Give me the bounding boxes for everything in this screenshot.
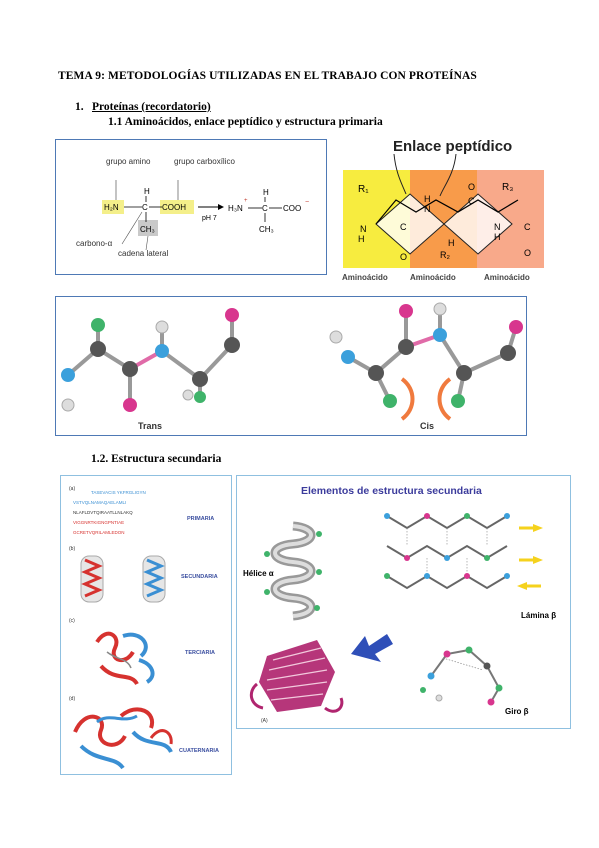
peptide-bond-figure: Enlace peptídico R₁ N H C O N H H R₂ O C…	[336, 134, 551, 284]
protein-ribbon	[249, 640, 344, 713]
panel-a-label: (a)	[69, 486, 75, 492]
sidechain-highlight	[138, 220, 158, 236]
formula-h: H	[144, 187, 150, 196]
structure-levels-figure: (a) TASEVACIS YKFRGLIGYN VSTVQLNAMAQAELA…	[60, 475, 232, 775]
label-cadena-lateral: cadena lateral	[118, 249, 168, 258]
svg-text:R₂: R₂	[440, 250, 450, 260]
section-number: 1.	[75, 101, 84, 113]
amino-acid-diagram: grupo amino grupo carboxílico H₂N C COOH…	[76, 157, 309, 258]
beta-turn	[420, 646, 503, 706]
seq-line-5: GCRETVQRILAMLEDON	[73, 530, 125, 535]
svg-text:H: H	[494, 232, 501, 242]
seq-line-4: VIGGNRTKIGNGPNTIAE	[73, 520, 124, 525]
svg-text:H: H	[358, 234, 365, 244]
label-grupo-carboxilico: grupo carboxílico	[174, 157, 235, 166]
label-terciaria: TERCIARIA	[185, 650, 215, 656]
label-giro: Giro β	[505, 707, 529, 716]
seq-line-2: VSTVQLNAMAQAELAMLI	[73, 500, 126, 505]
section-label: Proteínas (recordatorio)	[92, 101, 211, 113]
svg-text:C: C	[468, 196, 475, 206]
panel-A-label: (A)	[261, 718, 268, 724]
formula-c-alpha: C	[142, 203, 148, 212]
trans-cis-figure: Trans Cis	[55, 296, 527, 436]
amino-highlight	[102, 200, 124, 214]
svg-text:N: N	[360, 224, 367, 234]
peptide-label-aa3: Aminoácido	[484, 273, 530, 282]
svg-text:H: H	[448, 238, 455, 248]
amino-acid-figure: grupo amino grupo carboxílico H₂N C COOH…	[55, 139, 327, 275]
svg-text:R₃: R₃	[502, 182, 513, 193]
panel-b-label: (b)	[69, 546, 75, 552]
formula-h3n: H₃N	[228, 204, 243, 213]
svg-text:C: C	[400, 222, 407, 232]
panel-d-label: (d)	[69, 696, 75, 702]
label-primaria: PRIMARIA	[187, 516, 214, 522]
subsection-heading-1-2: 1.2. Estructura secundaria	[91, 453, 222, 465]
panel-c-label: (c)	[69, 618, 75, 624]
label-lamina: Lámina β	[521, 611, 556, 620]
quaternary-ribbon	[73, 707, 173, 770]
label-trans: Trans	[138, 421, 162, 431]
alpha-helix	[264, 521, 322, 621]
svg-text:N: N	[424, 204, 431, 214]
svg-text:H: H	[263, 188, 269, 197]
label-helice: Hélice α	[243, 569, 274, 578]
subsection-heading-1-1: 1.1 Aminoácidos, enlace peptídico y estr…	[108, 116, 383, 128]
peptide-label-aa1: Aminoácido	[342, 273, 388, 282]
peptide-label-aa2: Aminoácido	[410, 273, 456, 282]
cis-model	[329, 302, 523, 421]
svg-text:N: N	[494, 222, 501, 232]
svg-text:C: C	[524, 222, 531, 232]
document-title: TEMA 9: METODOLOGÍAS UTILIZADAS EN EL TR…	[58, 70, 477, 82]
beta-sheet	[384, 513, 543, 590]
carboxyl-highlight	[160, 200, 194, 214]
svg-text:+: +	[244, 198, 248, 204]
trans-model	[61, 308, 240, 412]
label-carbono-alfa: carbono-α	[76, 239, 113, 248]
svg-text:−: −	[305, 199, 309, 206]
peptide-title: Enlace peptídico	[393, 138, 512, 155]
formula-coo: COO	[283, 204, 301, 213]
label-secundaria: SECUNDARIA	[181, 574, 218, 580]
seq-line-3: NLAFLDVTQIRAATLLNLAKQ	[73, 510, 133, 515]
svg-text:O: O	[468, 182, 475, 192]
label-cuaternaria: CUATERNARIA	[179, 748, 219, 754]
label-grupo-amino: grupo amino	[106, 157, 151, 166]
label-ph: pH 7	[202, 215, 217, 222]
seq-line-1: TASEVACIS YKFRGLIGYN	[91, 490, 146, 495]
label-cis: Cis	[420, 421, 434, 431]
svg-text:CH₃: CH₃	[259, 225, 274, 234]
secondary-structure-figure: Elementos de estructura secundaria Hélic…	[236, 475, 571, 729]
secondary-title: Elementos de estructura secundaria	[301, 485, 482, 497]
section-heading-proteinas: 1. Proteínas (recordatorio)	[75, 101, 211, 113]
svg-text:O: O	[400, 252, 407, 262]
svg-text:C: C	[262, 204, 268, 213]
formula-ch3: CH₃	[140, 225, 155, 234]
arrows-icon	[351, 634, 393, 662]
formula-cooh: COOH	[162, 203, 186, 212]
svg-text:R₁: R₁	[358, 184, 369, 195]
tertiary-ribbon	[95, 631, 155, 686]
formula-h2n: H₂N	[104, 203, 119, 212]
svg-text:H: H	[424, 194, 431, 204]
svg-text:O: O	[524, 248, 531, 258]
